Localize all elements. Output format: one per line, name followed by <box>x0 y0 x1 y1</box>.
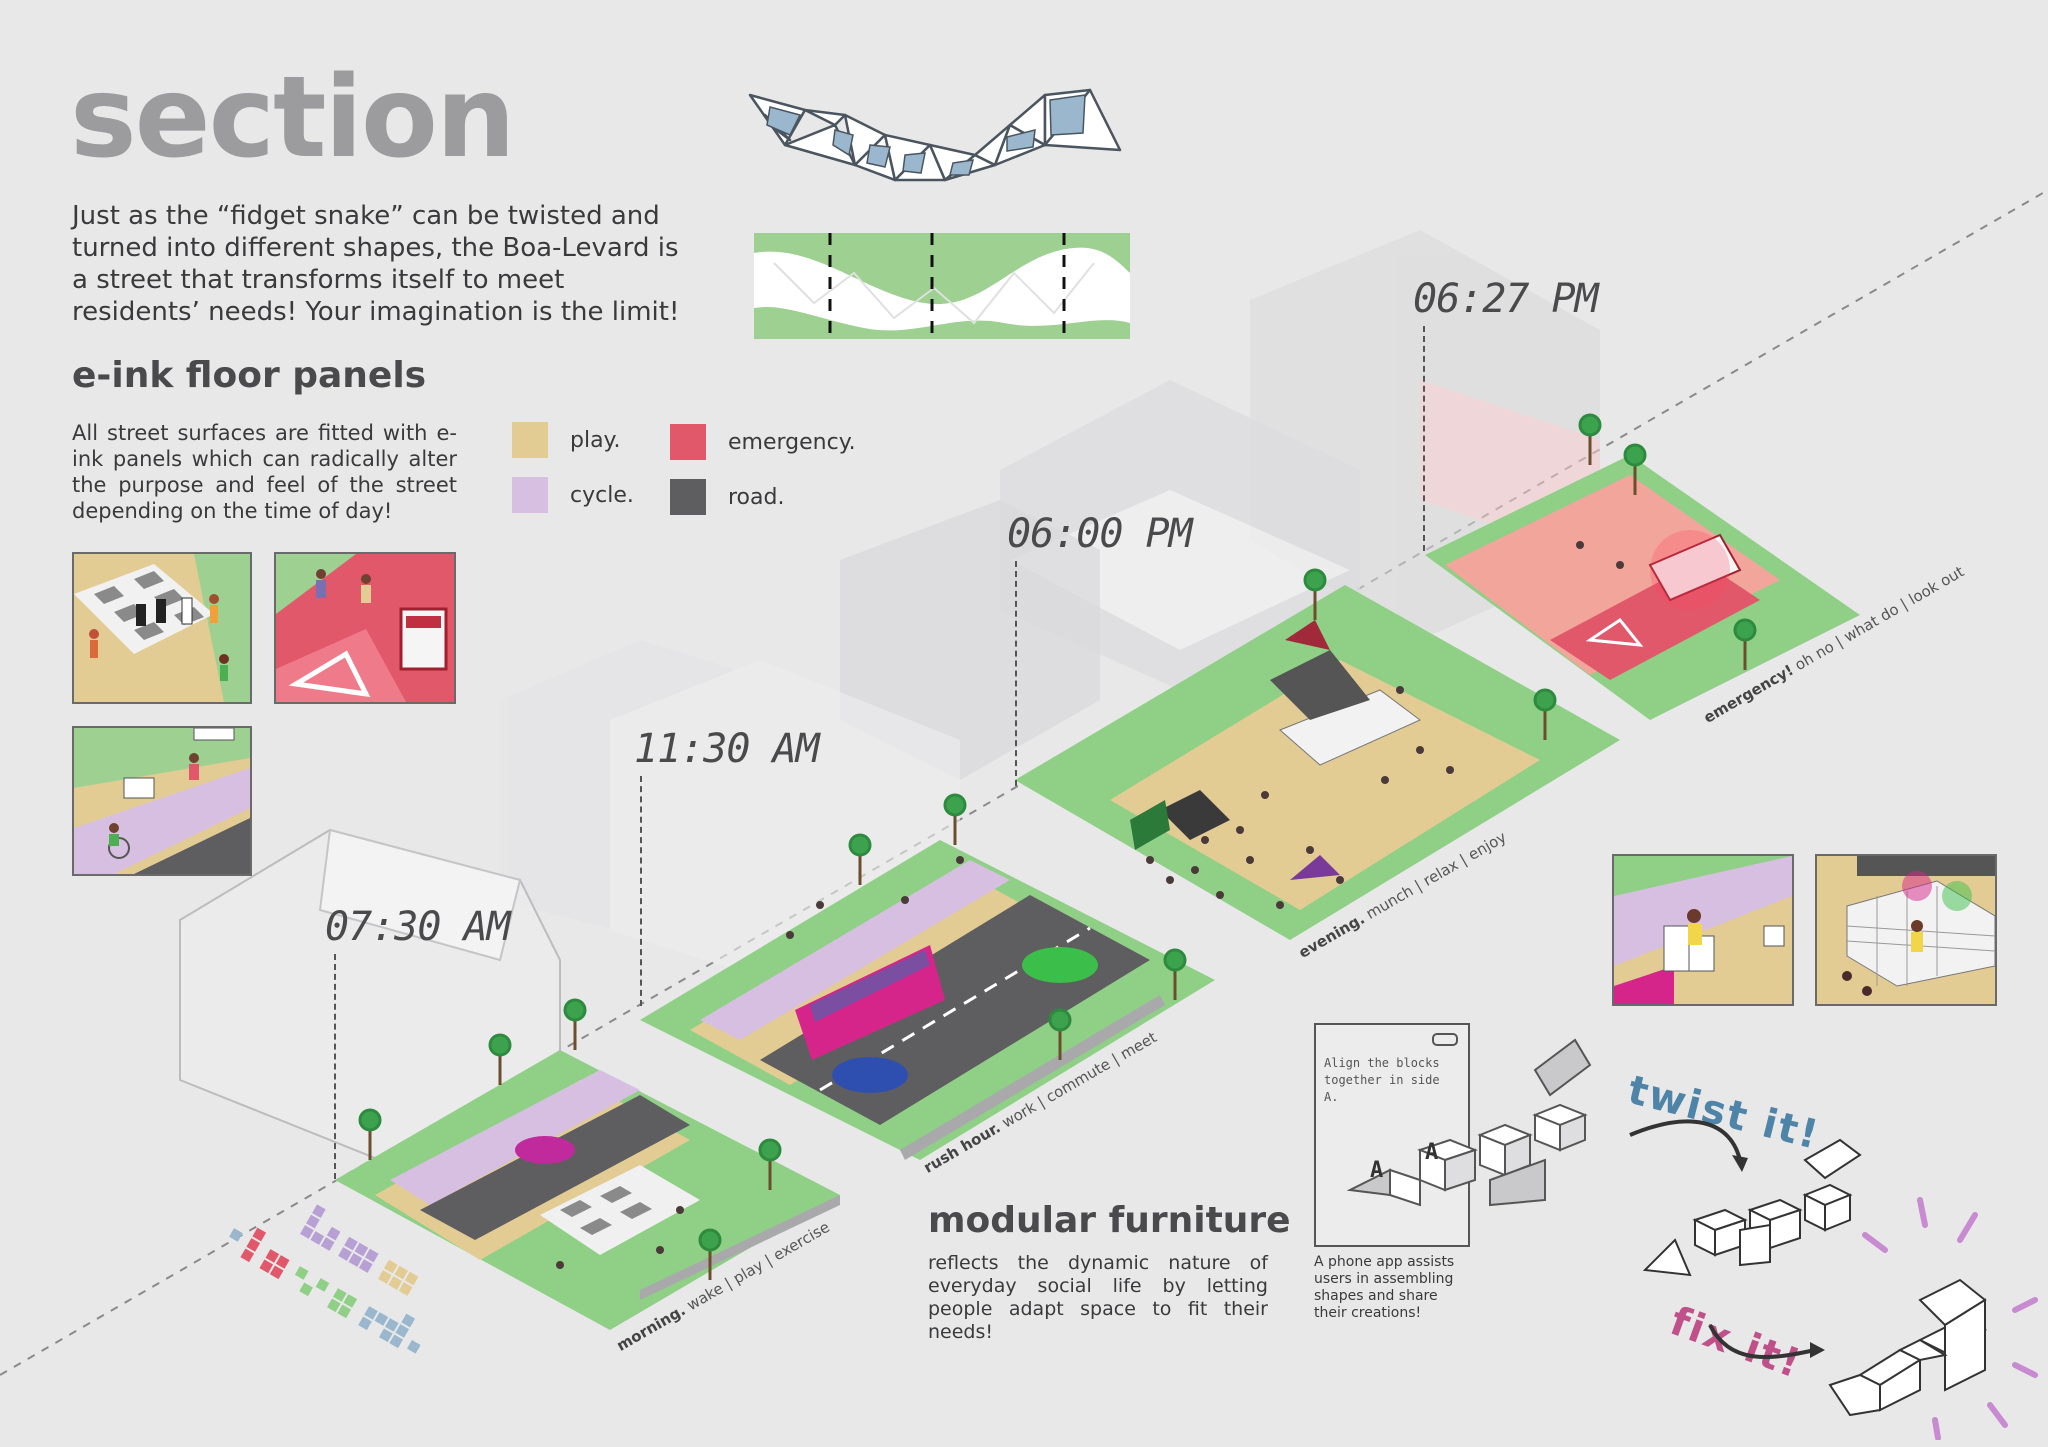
row-label-bold: emergency! <box>1700 660 1797 727</box>
building-blocks-illustration <box>1346 1038 1592 1207</box>
play-swatch <box>512 422 548 458</box>
legend-emergency: emergency. <box>670 424 856 460</box>
boa-levard-logo: boa-levard <box>229 1204 421 1354</box>
row-label-evening: evening. munch | relax | enjoy <box>1296 828 1510 962</box>
legend-cycle: cycle. <box>512 477 634 513</box>
thumbnail-emergency-lane <box>274 552 456 704</box>
row-label-rest: work | commute | meet <box>998 1028 1160 1132</box>
legend-label: play. <box>570 427 621 453</box>
time-marker-line <box>334 954 336 1179</box>
time-marker-line <box>1015 561 1017 786</box>
emergency-swatch <box>670 424 706 460</box>
time-rush-hour: 11:30 AM <box>634 726 820 772</box>
row-label-bold: rush hour. <box>920 1118 1004 1177</box>
road-swatch <box>670 479 706 515</box>
cycle-swatch <box>512 477 548 513</box>
thumbnail-chess-play <box>72 552 252 704</box>
toggle-switch <box>1432 1033 1458 1046</box>
row-label-bold: morning. <box>613 1301 689 1355</box>
time-evening: 06:00 PM <box>1007 511 1193 557</box>
row-label-emergency: emergency! oh no | what do | look out <box>1701 562 1968 726</box>
eink-body: All street surfaces are fitted with e-in… <box>72 421 457 523</box>
furniture-body: reflects the dynamic nature of everyday … <box>928 1252 1268 1343</box>
intro-text: Just as the “fidget snake” can be twiste… <box>72 201 680 327</box>
phone-app-mockup: Align the blocks together in side A. <box>1314 1023 1470 1247</box>
thumbnail-seating-blocks <box>1612 854 1794 1006</box>
time-morning: 07:30 AM <box>325 904 511 950</box>
fidget-snake-illustration <box>748 88 1122 182</box>
legend-road: road. <box>670 479 784 515</box>
platform-emergency <box>1425 455 1860 720</box>
time-marker-line <box>1423 326 1425 551</box>
row-label-rest: wake | play | exercise <box>683 1217 833 1315</box>
row-label-rest: oh no | what do | look out <box>1791 562 1968 675</box>
row-label-rest: munch | relax | enjoy <box>1362 827 1510 923</box>
legend-play: play. <box>512 422 620 458</box>
phone-caption: A phone app assists users in assembling … <box>1314 1254 1455 1321</box>
row-label-bold: evening. <box>1295 909 1368 962</box>
eink-heading: e-ink floor panels <box>72 355 427 396</box>
platform-rush-hour <box>640 840 1215 1160</box>
row-label-rush-hour: rush hour. work | commute | meet <box>921 1028 1160 1177</box>
flattened-snake-diagram <box>754 233 1130 339</box>
legend-label: road. <box>728 484 785 510</box>
page-title: section <box>70 53 516 183</box>
row-label-morning: morning. wake | play | exercise <box>614 1218 833 1355</box>
time-emergency: 06:27 PM <box>1413 276 1599 322</box>
furniture-heading: modular furniture <box>928 1200 1291 1241</box>
platform-evening <box>1015 585 1620 940</box>
time-marker-line <box>640 776 642 1006</box>
thumbnail-cycle-lane <box>72 726 252 876</box>
thumbnail-stage <box>1815 854 1997 1006</box>
twist-fix-illustration <box>1629 1119 2038 1440</box>
block-letter-a: A <box>1425 1140 1439 1165</box>
legend-label: cycle. <box>570 482 634 508</box>
phone-instruction: Align the blocks together in side A. <box>1324 1056 1440 1104</box>
block-letter-a: A <box>1370 1158 1384 1183</box>
legend-label: emergency. <box>728 429 856 455</box>
